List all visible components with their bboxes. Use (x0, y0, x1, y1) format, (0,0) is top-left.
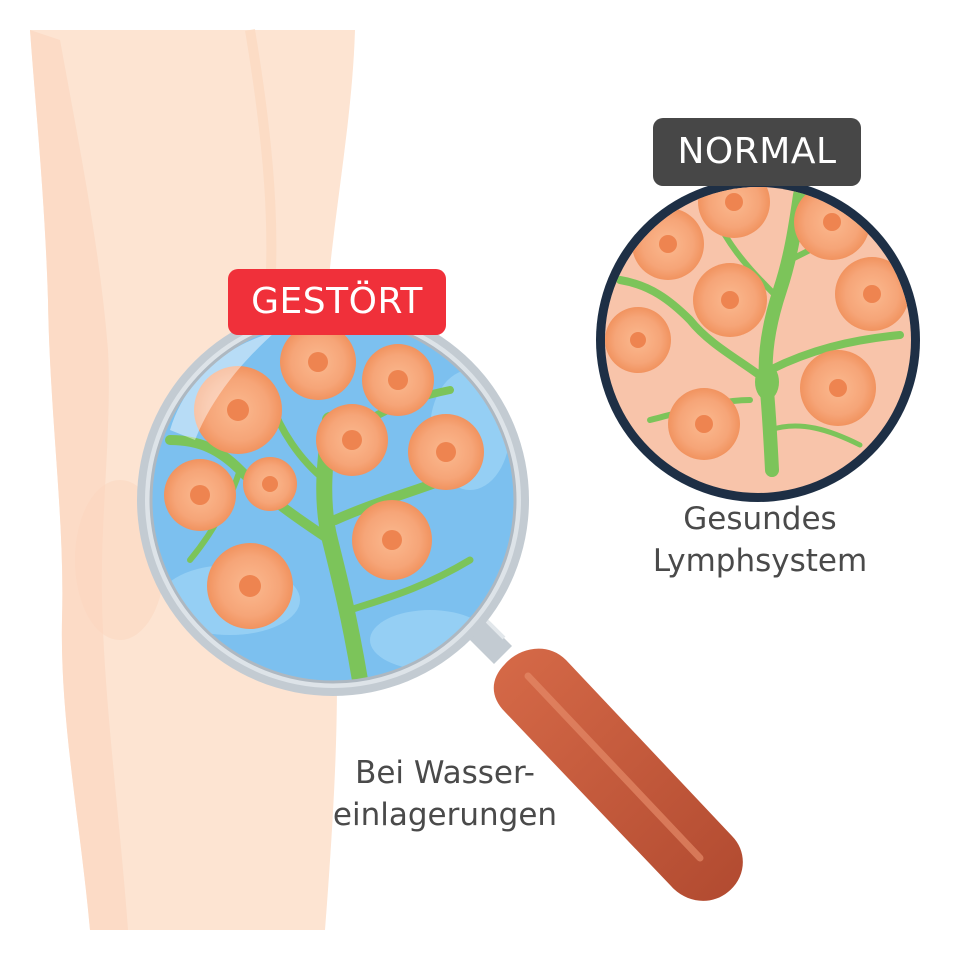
normal-caption-line-1: Gesundes (683, 501, 837, 537)
magnifying-glass-icon (460, 612, 743, 901)
disturbed-caption-line-1: Bei Wasser- (355, 755, 535, 791)
normal-caption: Gesundes Lymphsystem (610, 498, 910, 582)
disturbed-caption-line-2: einlagerungen (332, 797, 558, 833)
normal-tissue-circle (596, 178, 920, 502)
disturbed-label: GESTÖRT (251, 281, 423, 322)
normal-caption-line-2: Lymphsystem (652, 543, 868, 579)
disturbed-label-badge: GESTÖRT (228, 269, 446, 335)
normal-label: NORMAL (677, 131, 837, 172)
disturbed-lens (137, 304, 529, 696)
normal-label-badge: NORMAL (653, 118, 861, 186)
disturbed-caption: Bei Wasser- einlagerungen (300, 752, 590, 836)
